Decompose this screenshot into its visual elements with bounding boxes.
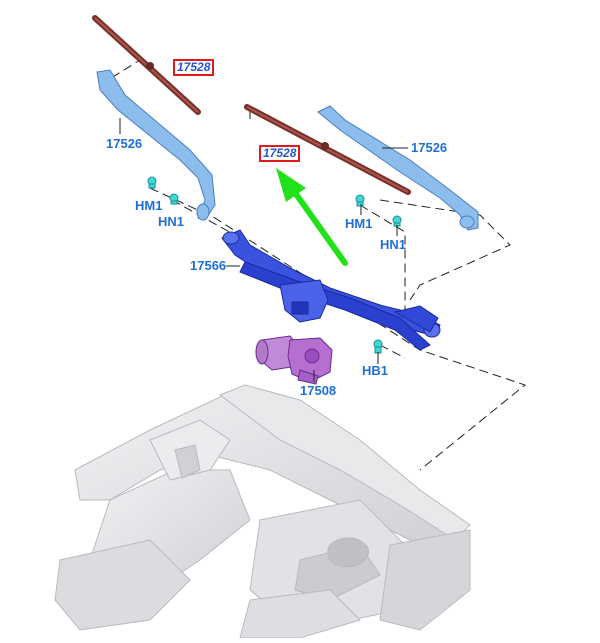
callout-17508: 17508	[300, 383, 337, 398]
callout-17528-right: 17528	[259, 145, 301, 162]
hm1-left-nut-icon	[147, 176, 157, 189]
hm1-right-nut-icon	[355, 194, 365, 207]
green-arrow-icon	[276, 168, 348, 266]
callout-hb1: HB1	[362, 363, 389, 378]
hn1-right-nut-icon	[392, 215, 402, 227]
callout-hm1-right: HM1	[345, 216, 373, 231]
hn1-left-nut-icon	[169, 193, 179, 205]
callout-hm1-left: HM1	[135, 198, 163, 213]
wiper-arm-left	[96, 69, 216, 221]
wiper-blade-right	[244, 104, 411, 195]
label-ticks	[119, 118, 408, 382]
callout-17526-left: 17526	[106, 136, 143, 151]
callout-17566: 17566	[190, 258, 227, 273]
wiper-arm-right	[317, 105, 479, 231]
hb1-bolt-icon	[373, 339, 383, 354]
callout-17528-left: 17528	[173, 59, 215, 76]
fasteners	[147, 176, 402, 354]
callout-17526-right: 17526	[411, 140, 448, 155]
wiper-motor	[255, 335, 333, 385]
body-structure	[54, 384, 471, 639]
wiper-linkage	[221, 229, 441, 351]
callout-hn1-right: HN1	[380, 237, 407, 252]
wiper-blade-left	[92, 15, 201, 115]
callout-hn1-left: HN1	[158, 214, 185, 229]
